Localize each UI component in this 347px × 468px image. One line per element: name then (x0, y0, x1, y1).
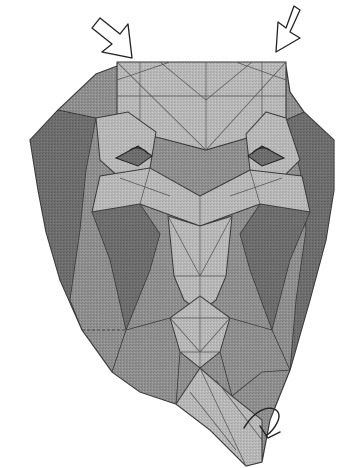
arrow-down-right-icon (92, 18, 132, 58)
arrow-down-left-icon (276, 6, 300, 52)
